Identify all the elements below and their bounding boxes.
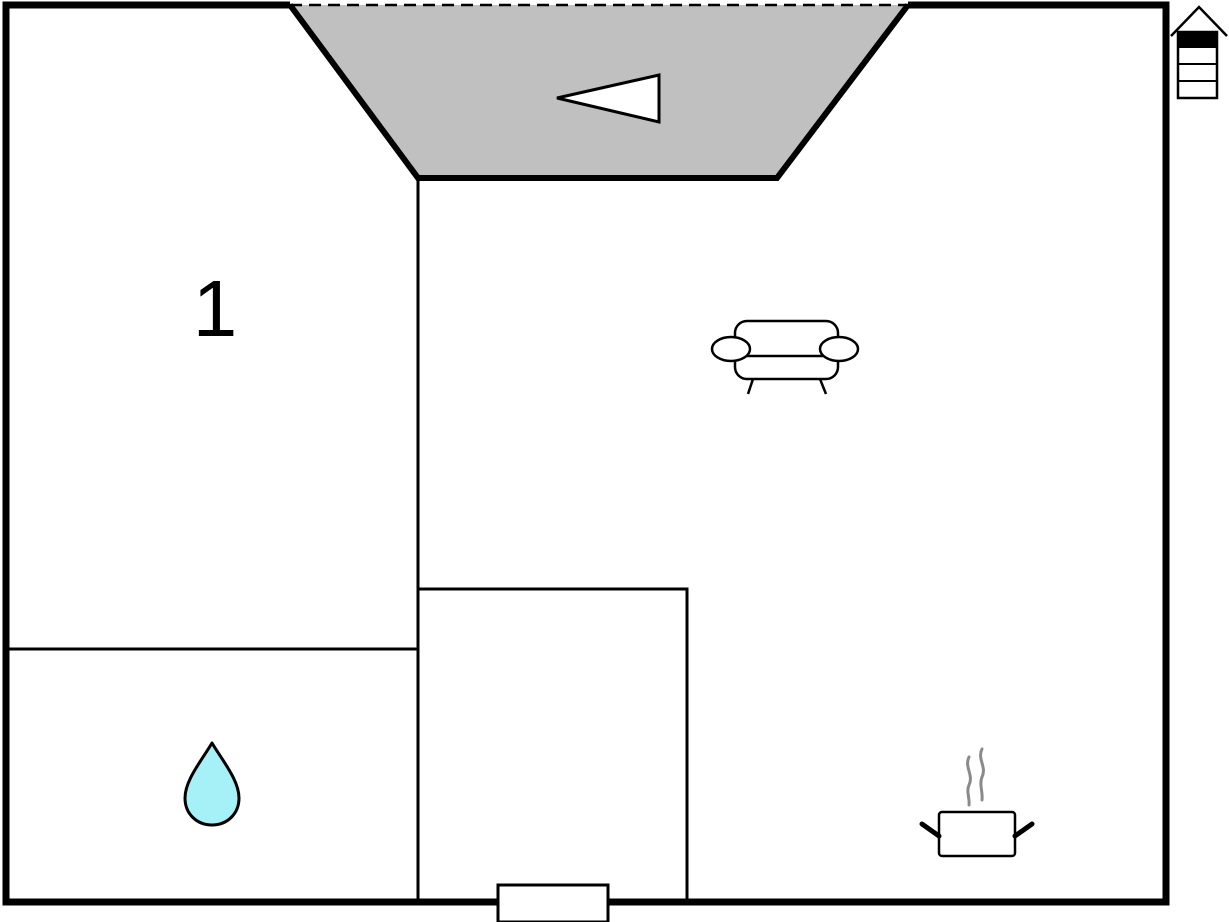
sofa-right-leg — [818, 378, 828, 395]
sofa-left-arm — [710, 335, 752, 363]
sofa-left-leg — [746, 378, 755, 395]
room-number-label: 1 — [193, 264, 238, 353]
sofa-right-arm — [818, 335, 860, 363]
pot-right-handle — [1012, 821, 1035, 839]
arrow-left-triangle-icon — [556, 73, 661, 124]
current-floor-marker — [1177, 31, 1218, 48]
terrace-wall — [287, 3, 911, 181]
cooking-pot-icon — [919, 747, 1035, 858]
house-floor-level-icon — [1170, 4, 1229, 100]
wall-hallway — [418, 587, 689, 902]
water-drop-icon — [183, 741, 241, 827]
sofa-icon — [710, 319, 860, 395]
pot-left-handle — [919, 821, 942, 839]
door-threshold-icon — [496, 883, 610, 922]
steam-icon — [966, 747, 985, 807]
interior-walls — [6, 178, 689, 902]
pot-body — [937, 810, 1017, 858]
house-roof — [1170, 5, 1228, 37]
